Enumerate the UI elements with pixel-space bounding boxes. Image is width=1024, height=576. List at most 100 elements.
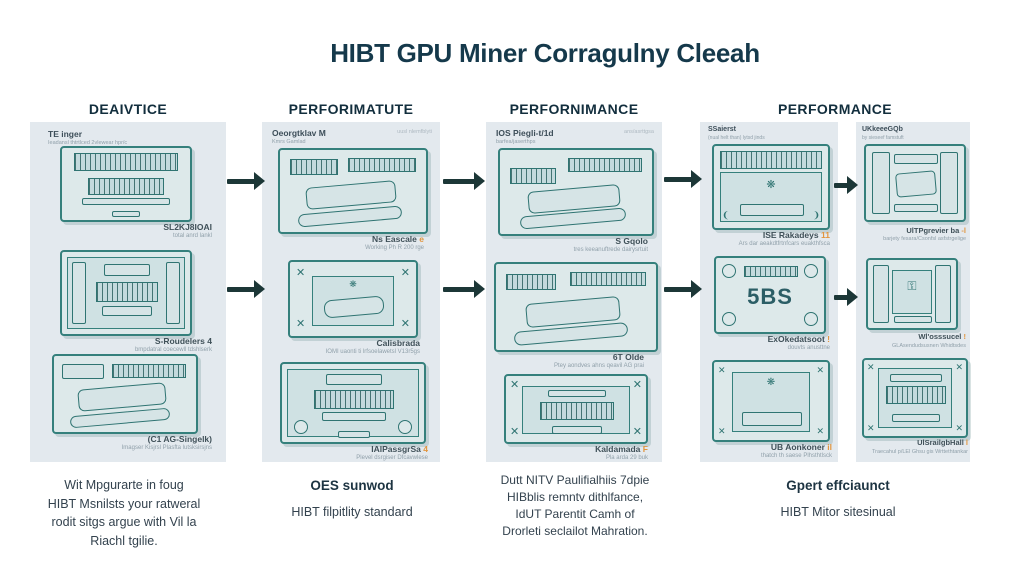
caption-line: IdUT Parentit Camh of (515, 507, 635, 521)
box-bottom-sublabel: Imagser Kisjrsl Plasfta lutsksirsjns (121, 445, 212, 451)
box-top-label: TE inger (48, 129, 83, 139)
corner-ornament-icon: ❩ (812, 210, 820, 220)
arrow-right-icon (227, 280, 265, 298)
box-bottom-label-text: SL2KJ8IOAI (163, 222, 212, 232)
device-vents (568, 158, 642, 172)
box-bottom-sublabel: Traecahul p/LEl Ghsu gis Wrttethtankar (872, 449, 968, 455)
orange-mark: 11 (821, 230, 830, 240)
gpu-miner-ornate-icon: ✕ ✕ ✕ ✕ ❋ (712, 360, 830, 442)
box-bottom-label: SL2KJ8IOAI (50, 222, 212, 232)
panel-column-2: Oeorgtklav M Kmrs Gamlad uusl nlemfblyti… (262, 122, 440, 462)
box-bottom-label: UlTPgrevier ba -l (860, 226, 966, 235)
page-title: HIBT GPU Miner Corragulny Cleeah (330, 38, 760, 68)
box-bottom-label: Kaldamada F (506, 444, 648, 454)
box-bottom-sublabel: Ptey aondves ahns qeavil AG prai (553, 363, 644, 369)
gpu-miner-angled-icon (52, 354, 198, 434)
device-foot (338, 431, 370, 438)
gpu-miner-ornate-icon: ✕ ✕ ✕ ✕ ❋ (288, 260, 418, 338)
orange-mark: e (419, 234, 424, 244)
corner-ornament-icon: ✕ (718, 426, 726, 436)
device-top-plate (890, 374, 942, 382)
device-body (892, 270, 932, 314)
device-model-text: 5BS (747, 284, 793, 309)
box-top-right-note: ans/asrttgsa (624, 129, 654, 135)
gpu-miner-angled-icon (278, 148, 428, 234)
device-top-plate (894, 154, 938, 164)
gpu-miner-angled-icon (498, 148, 654, 236)
device-side (935, 265, 951, 323)
corner-ornament-icon: ✕ (718, 365, 726, 375)
corner-ornament-icon: ✕ (867, 362, 875, 372)
device-vents (112, 364, 186, 378)
caption-line: rodit sitgs argue with Vil la (51, 515, 197, 529)
box-top-label: Oeorgtklav M (272, 128, 326, 138)
column-caption-2: OES sunwod HIBT filpitlity standard (254, 478, 450, 519)
box-top-label: IOS Piegli-t/1d (496, 128, 554, 138)
device-knob (722, 312, 736, 326)
box-top-sublabel: Ieadansl thtrtlced 2vlewear hpr/c (48, 140, 128, 146)
arrow-right-icon (664, 170, 702, 188)
corner-ornament-icon: ✕ (510, 426, 520, 438)
box-bottom-label-text: S Gqolo (615, 236, 648, 246)
orange-mark: ! (963, 332, 967, 341)
device-chassis (895, 170, 937, 198)
box-bottom-sublabel: Working Ph R 200 rge (365, 245, 424, 251)
device-knob (804, 264, 818, 278)
box-bottom-label-text: IAlPassgrSa (371, 444, 421, 454)
column-header-performance: PERFORMANCE (777, 101, 893, 117)
column-caption-1: Wit Mpgurarte in foug HIBT Msnilsts your… (14, 476, 234, 550)
device-keyboard (88, 178, 164, 195)
box-bottom-label: UlSrailgbHall l (858, 438, 968, 447)
gpu-miner-cabinet-icon (864, 144, 966, 222)
device-side (873, 265, 889, 323)
column-header-performatute: PERFORIMATUTE (288, 101, 414, 117)
corner-ornament-icon: ✕ (400, 318, 410, 330)
box-bottom-label: Ns Eascale e (282, 234, 424, 244)
box-bottom-label-text: UlSrailgbHall (917, 438, 964, 447)
box-bottom-label-text: Calisbrada (376, 338, 420, 348)
box-bottom-label-text: Ns Eascale (371, 234, 417, 244)
gpu-miner-angled-icon (494, 262, 658, 352)
box-bottom-label-text: ExOkedatsoot (767, 334, 825, 344)
orange-mark: l (965, 438, 968, 447)
corner-ornament-icon: ✕ (510, 379, 520, 391)
arrow-right-icon (227, 172, 265, 190)
gpu-miner-typewriter-icon (280, 362, 426, 444)
device-foot (894, 316, 932, 323)
gpu-miner-monitor-icon: ❋ ❨ ❩ (712, 144, 830, 230)
box-bottom-sublabel: Ars dar aeakdtfrtnfcars euakthfsca (738, 241, 830, 247)
box-bottom-label-text: Wl'osssucel (918, 332, 962, 341)
box-bottom-sublabel: tres keeanuftrede dairysrtuit (573, 247, 648, 253)
box-bottom-sublabel: GLAsendudsusnen Whidtsdes (892, 343, 966, 349)
box-bottom-sublabel: bmpdatral coecewll tdshlserk (134, 347, 212, 353)
box-bottom-sublabel: barjety fesara/Csonfsl asfstrgelige (883, 236, 966, 242)
device-emblem-icon: ❋ (766, 179, 776, 191)
orange-mark: il (827, 442, 832, 452)
box-bottom-sublabel: douvts anusttne (787, 345, 830, 351)
device-side (166, 262, 180, 324)
device-slab (82, 198, 170, 205)
box-top-sublabel: Kmrs Gamlad (272, 139, 306, 145)
box-bottom-label: IAlPassgrSa 4 (282, 444, 428, 454)
orange-mark: F (642, 444, 648, 454)
device-foot (112, 211, 140, 217)
device-vents (744, 266, 798, 277)
device-knob (294, 420, 308, 434)
box-bottom-label-text: UlTPgrevier ba (906, 226, 960, 235)
device-side (940, 152, 958, 214)
device-tray (742, 412, 802, 426)
column-caption-3: Dutt NITV Paulifialhiis 7dpie HIBblis re… (462, 472, 688, 540)
device-vents (348, 158, 416, 172)
box-top-sublabel: barfea/jaserthps (496, 139, 536, 145)
box-bottom-label: Calisbrada (282, 338, 420, 348)
box-bottom-label-text: Kaldamada (595, 444, 641, 454)
box-bottom-label: ExOkedatsoot ! (708, 334, 830, 344)
device-vents (74, 153, 178, 171)
corner-ornament-icon: ✕ (955, 362, 963, 372)
panel-column-4-left: SSaierst (nual helt than) lytsd jinds ❋ … (700, 122, 838, 462)
gpu-miner-typewriter-icon (60, 250, 192, 336)
device-keys (96, 282, 158, 302)
orange-mark: -l (961, 226, 966, 235)
device-tray (892, 414, 940, 422)
